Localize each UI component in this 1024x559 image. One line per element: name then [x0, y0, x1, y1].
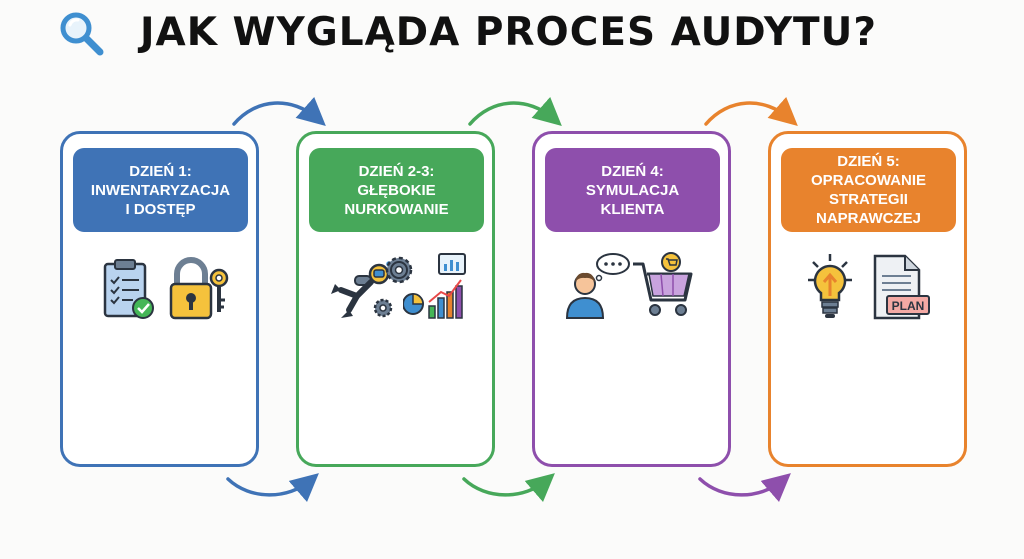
gears-icon — [373, 256, 413, 318]
arrow-bottom-1 — [226, 473, 319, 503]
arrow-bottom-3 — [698, 473, 791, 503]
shopping-cart-icon — [633, 252, 693, 316]
step-badge: DZIEŃ 1: INWENTARYZACJA I DOSTĘP — [73, 148, 248, 232]
step-card-4: DZIEŃ 5: OPRACOWANIE STRATEGII NAPRAWCZE… — [768, 131, 967, 467]
step-icons — [63, 250, 256, 330]
arrow-top-3 — [704, 96, 798, 126]
step-card-2: DZIEŃ 2-3: GŁĘBOKIE NURKOWANIE — [296, 131, 495, 467]
step-card-3: DZIEŃ 4: SYMULACJA KLIENTA — [532, 131, 731, 467]
step-badge: DZIEŃ 2-3: GŁĘBOKIE NURKOWANIE — [309, 148, 484, 232]
header: JAK WYGLĄDA PROCES AUDYTU? — [0, 0, 1024, 70]
padlock-key-icon — [169, 257, 229, 320]
thinking-customer-icon — [565, 253, 630, 319]
page-title: JAK WYGLĄDA PROCES AUDYTU? — [140, 10, 877, 55]
lightbulb-idea-icon — [808, 254, 852, 318]
arrow-top-2 — [468, 96, 562, 126]
arrow-bottom-2 — [462, 473, 555, 503]
plan-document-icon: PLAN — [873, 254, 930, 320]
step-icons — [299, 250, 492, 330]
diver-icon — [331, 261, 396, 318]
analytics-charts-icon — [403, 253, 466, 319]
step-badge: DZIEŃ 5: OPRACOWANIE STRATEGII NAPRAWCZE… — [781, 148, 956, 232]
step-badge: DZIEŃ 4: SYMULACJA KLIENTA — [545, 148, 720, 232]
search-icon — [60, 12, 104, 56]
step-icons: PLAN — [771, 250, 964, 330]
plan-label: PLAN — [892, 299, 925, 313]
step-icons — [535, 250, 728, 330]
arrow-top-1 — [232, 96, 326, 126]
clipboard-check-icon — [103, 259, 154, 319]
step-card-1: DZIEŃ 1: INWENTARYZACJA I DOSTĘP — [60, 131, 259, 467]
